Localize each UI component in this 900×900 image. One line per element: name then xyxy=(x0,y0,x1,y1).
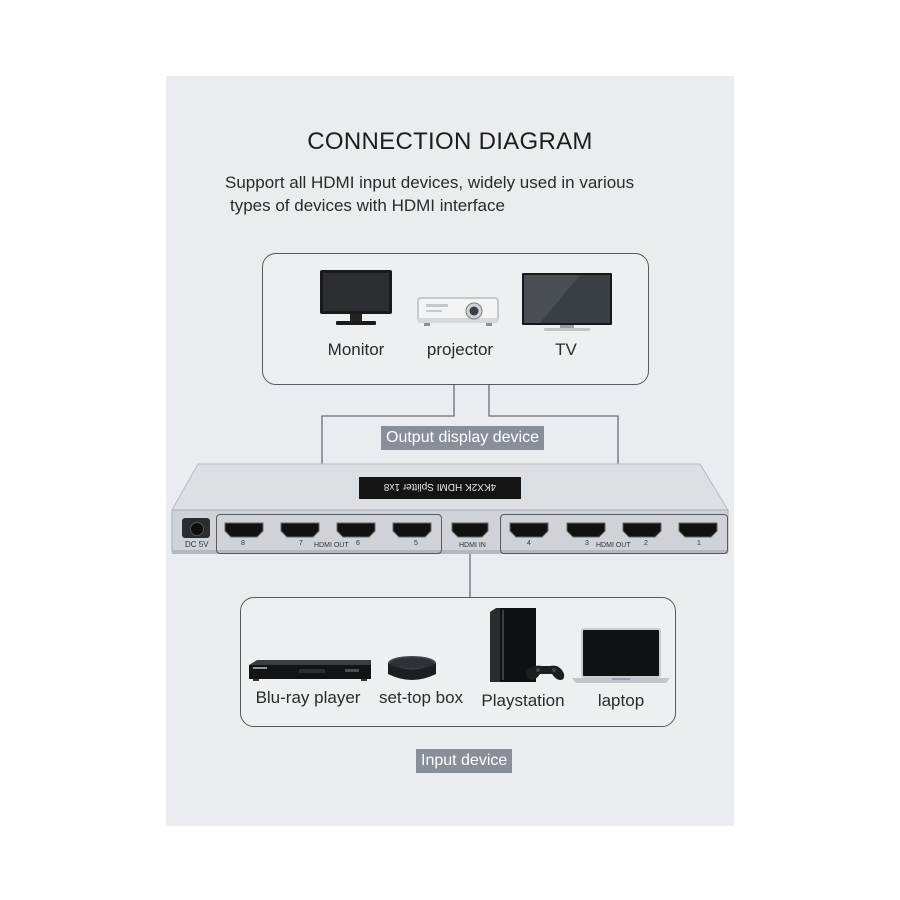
hdmi-in-label: HDMI IN xyxy=(459,542,486,549)
subtitle-line-2: types of devices with HDMI interface xyxy=(230,196,505,215)
port-number: 1 xyxy=(697,540,701,547)
device-label-monitor: Monitor xyxy=(327,340,385,359)
left-ports-frame xyxy=(216,514,442,554)
device-label-projector: projector xyxy=(426,340,494,359)
product-label-plate xyxy=(359,477,521,499)
set-top-box-icon xyxy=(388,656,436,680)
device-label-laptop: laptop xyxy=(597,691,645,710)
hdmi-port-icon xyxy=(224,522,264,538)
splitter-body xyxy=(171,463,729,554)
diagram-subtitle: Support all HDMI input devices, widely u… xyxy=(225,171,705,217)
hdmi-port-icon xyxy=(566,522,606,538)
dc-jack-pin-icon xyxy=(190,522,204,536)
device-label-playstation: Playstation xyxy=(481,691,565,710)
output-section-label: Output display device xyxy=(381,426,544,450)
hdmi-out-port xyxy=(566,522,606,543)
hdmi-out-port xyxy=(392,522,432,543)
hdmi-out-port xyxy=(622,522,662,543)
hdmi-port-icon xyxy=(509,522,549,538)
port-number: 5 xyxy=(414,540,418,547)
input-section-label: Input device xyxy=(416,749,513,773)
hdmi-port-icon xyxy=(622,522,662,538)
hdmi-port-icon xyxy=(678,522,718,538)
hdmi-port-icon xyxy=(336,522,376,538)
hdmi-out-port xyxy=(509,522,549,543)
monitor-icon xyxy=(320,270,392,325)
port-number: 3 xyxy=(585,540,589,547)
right-ports-frame xyxy=(500,514,728,554)
monitor-device xyxy=(318,268,394,328)
port-number: 7 xyxy=(299,540,303,547)
subtitle-line-1: Support all HDMI input devices, widely u… xyxy=(225,173,635,192)
hdmi-out-port xyxy=(678,522,718,543)
hdmi-out-label: HDMI OUT xyxy=(596,542,631,549)
set-top-box-device xyxy=(384,654,440,686)
diagram-title: CONNECTION DIAGRAM xyxy=(307,128,593,155)
port-number: 4 xyxy=(527,540,531,547)
projector-device xyxy=(414,292,502,330)
hdmi-port-icon xyxy=(451,522,489,538)
laptop-device xyxy=(570,627,672,685)
laptop-icon xyxy=(572,628,670,683)
tv-icon xyxy=(522,273,612,331)
device-label-set-top-box: set-top box xyxy=(378,688,464,707)
projector-icon xyxy=(417,297,499,326)
hdmi-out-port xyxy=(280,522,320,543)
dc-power-label: DC 5V xyxy=(185,540,209,549)
hdmi-out-port xyxy=(336,522,376,543)
hdmi-splitter: 4KX2K HDMI Splitter 1x8 DC 5V 8 7 6 5 HD… xyxy=(170,462,730,572)
port-number: 2 xyxy=(644,540,648,547)
bluray-player-device xyxy=(247,659,373,683)
bluray-player-icon xyxy=(249,660,371,681)
hdmi-port-icon xyxy=(280,522,320,538)
device-label-bluray: Blu-ray player xyxy=(255,688,361,707)
port-number: 6 xyxy=(356,540,360,547)
hdmi-port-icon xyxy=(392,522,432,538)
product-label: 4KX2K HDMI Splitter 1x8 xyxy=(383,481,497,492)
device-label-tv: TV xyxy=(555,340,577,359)
hdmi-in-port xyxy=(451,522,489,543)
hdmi-out-label: HDMI OUT xyxy=(314,542,349,549)
dc-power-jack xyxy=(182,518,210,538)
port-number: 8 xyxy=(241,540,245,547)
tv-device xyxy=(520,271,614,333)
playstation-icon xyxy=(490,608,565,682)
hdmi-out-port xyxy=(224,522,264,543)
playstation-device xyxy=(486,606,566,686)
